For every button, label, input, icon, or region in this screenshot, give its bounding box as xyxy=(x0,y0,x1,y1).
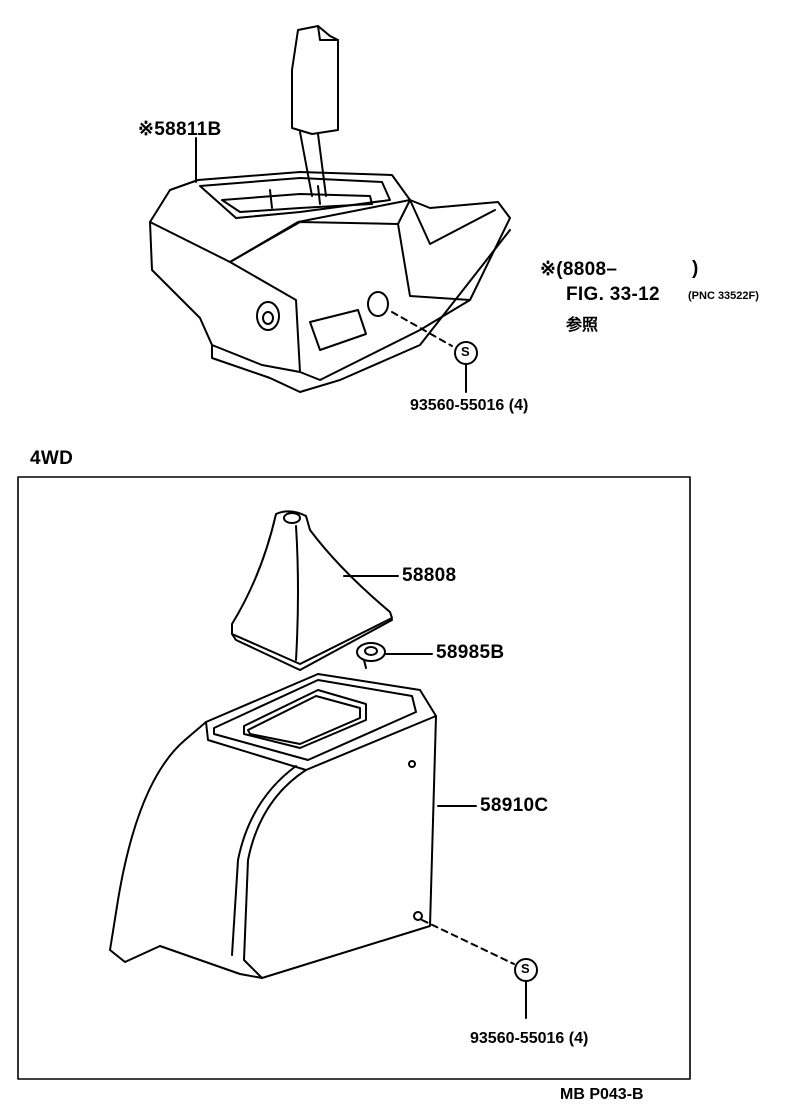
part-label-58811b: ※58811B xyxy=(138,119,222,140)
part-label-58808: 58808 xyxy=(402,565,457,586)
screw-symbol-top xyxy=(454,341,478,393)
note-fig-ref: FIG. 33-12 xyxy=(566,284,660,305)
note-line-1: ※(8808– xyxy=(540,259,618,280)
screw-symbol-4wd-letter: S xyxy=(521,961,530,976)
shift-boot-58808 xyxy=(231,510,399,671)
shift-lever xyxy=(291,25,339,197)
screw-symbol-4wd xyxy=(514,958,538,1019)
note-close-paren: ) xyxy=(692,258,699,279)
retainer-58985b xyxy=(356,642,433,669)
part-label-screw-4wd: 93560-55016 (4) xyxy=(470,1030,589,1047)
part-label-58985b: 58985B xyxy=(436,642,505,663)
part-label-58910c: 58910C xyxy=(480,795,549,816)
shift-bezel-58811b xyxy=(149,171,511,393)
drawing-code: MB P043-B xyxy=(560,1086,644,1103)
4wd-frame xyxy=(17,476,691,1080)
note-sansho: 参照 xyxy=(566,317,599,334)
note-pnc: (PNC 33522F) xyxy=(688,290,759,302)
section-heading-4wd: 4WD xyxy=(30,448,74,469)
part-label-screw-top: 93560-55016 (4) xyxy=(410,397,529,414)
console-58910c xyxy=(109,673,515,979)
screw-symbol-top-letter: S xyxy=(461,344,470,359)
